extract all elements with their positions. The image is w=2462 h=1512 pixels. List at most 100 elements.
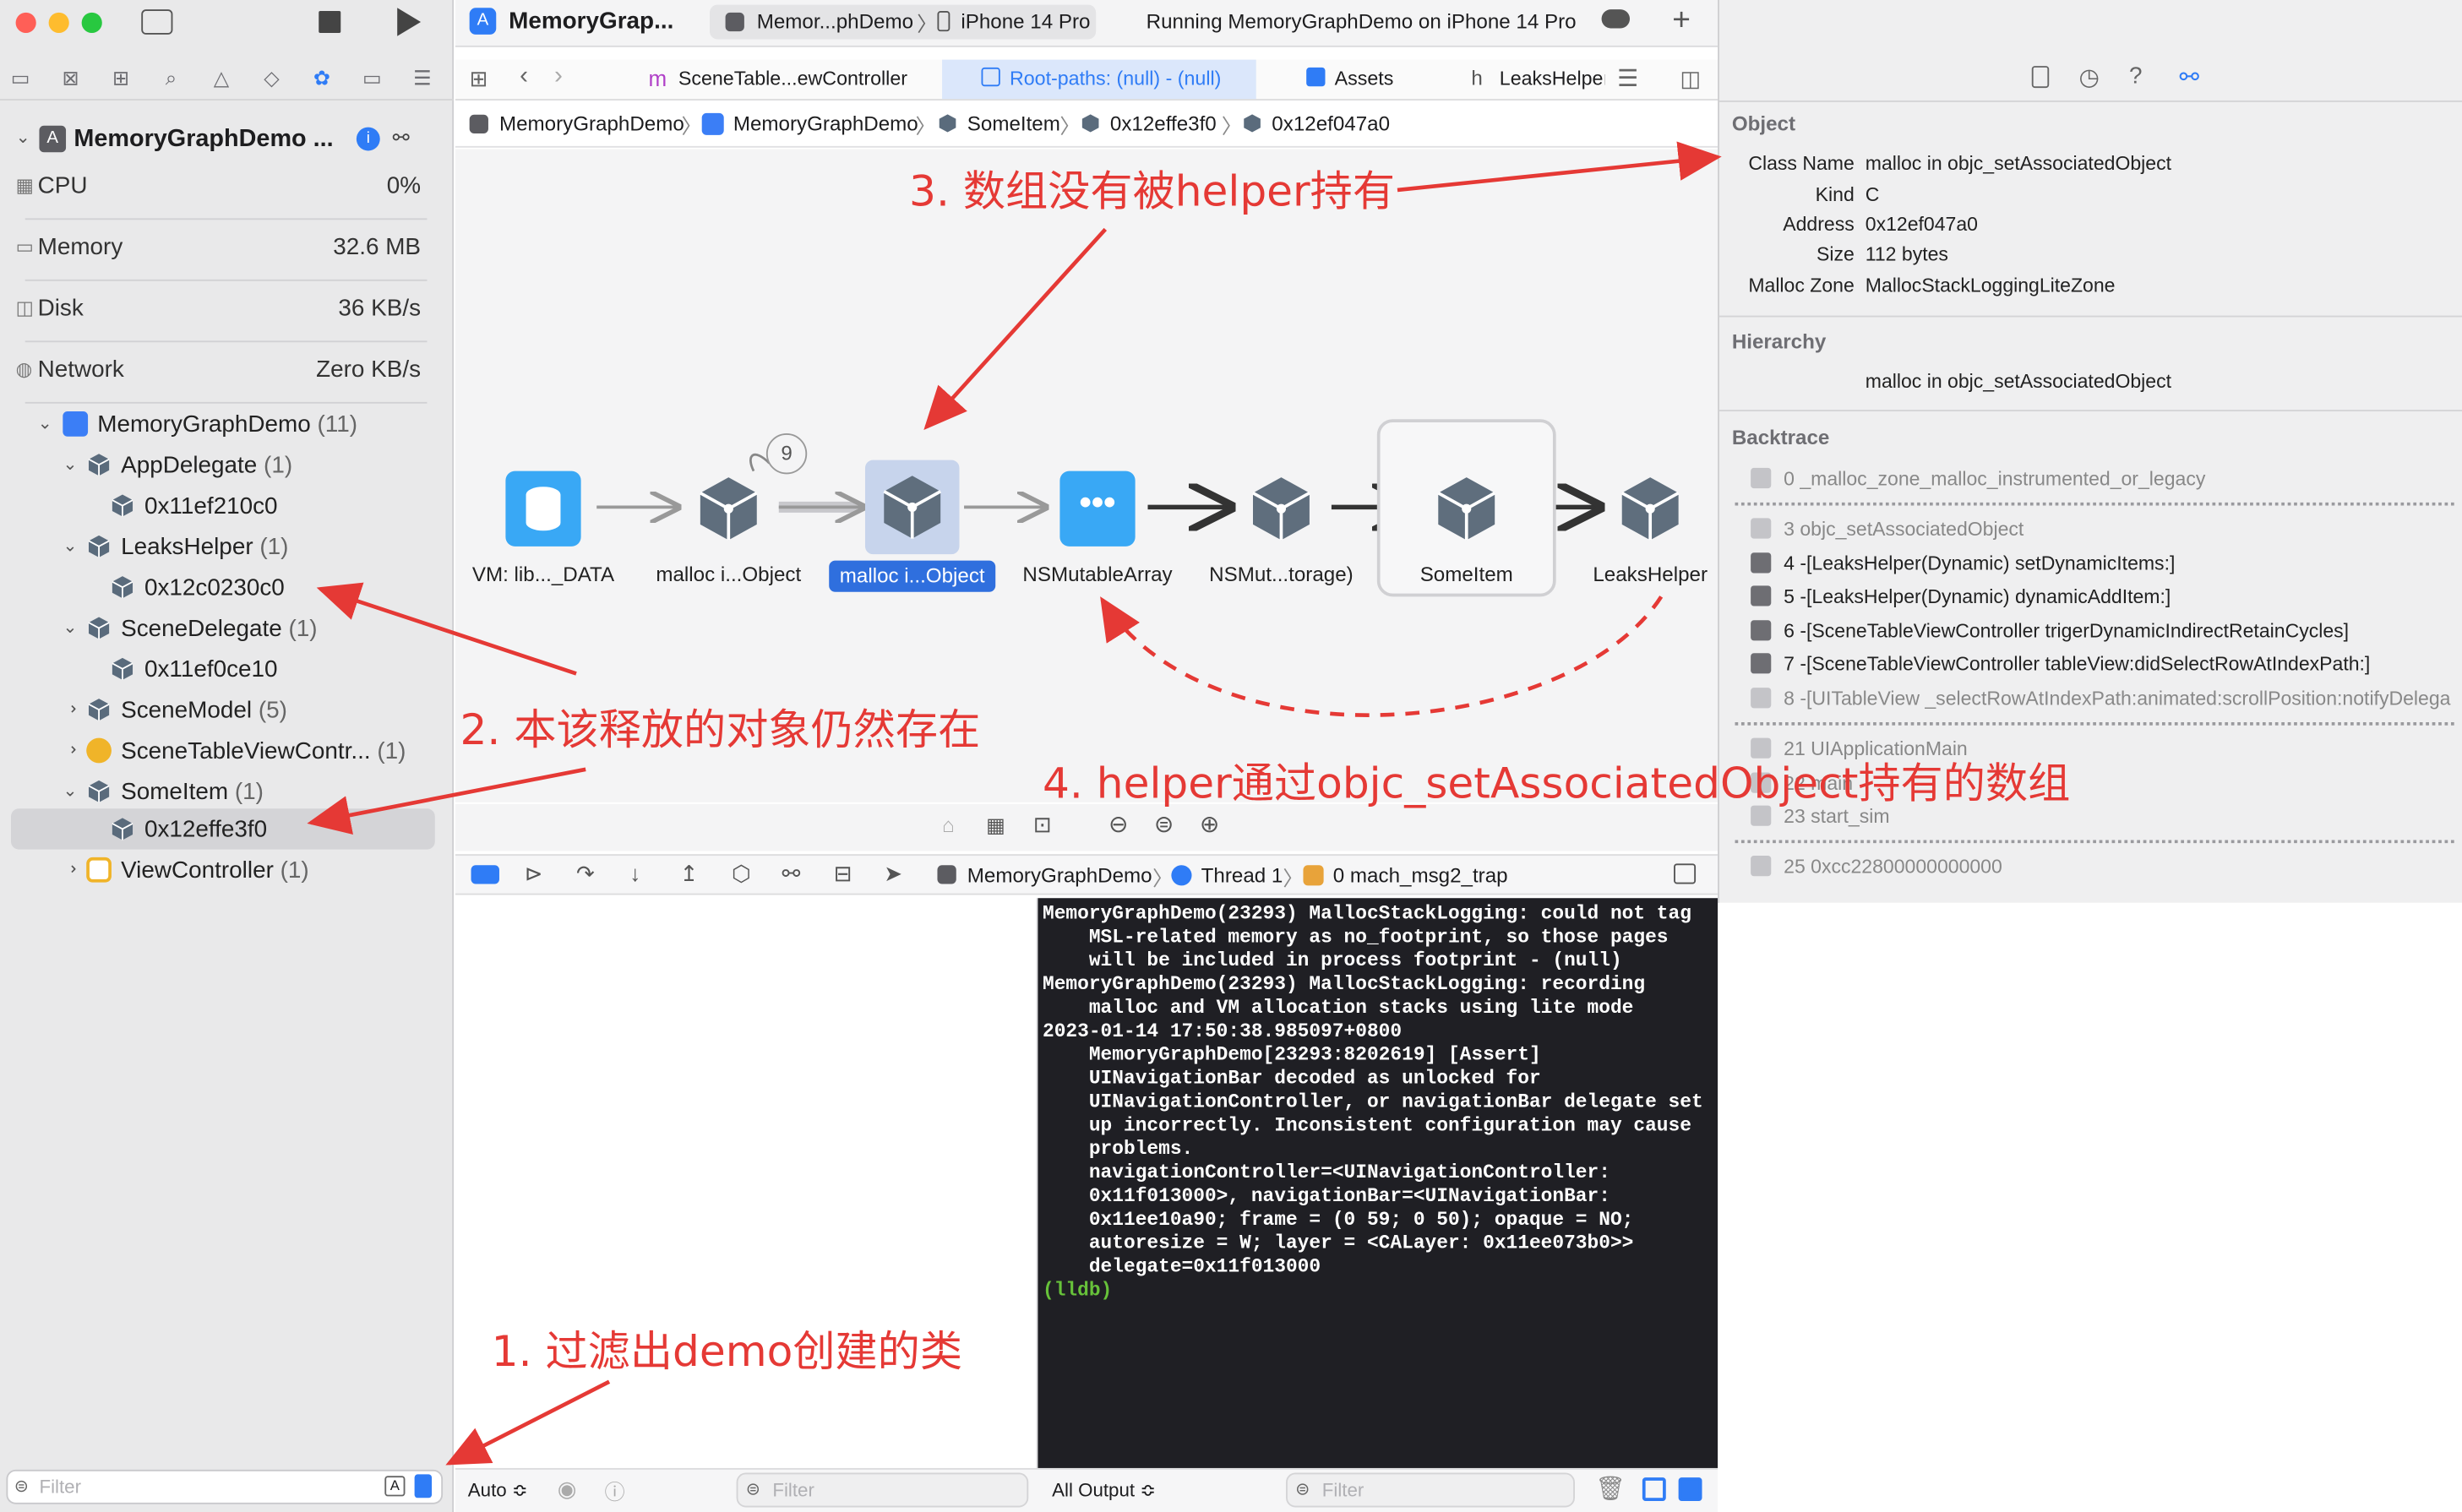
tree-item-instance-selected[interactable]: 0x12effe3f0 bbox=[110, 813, 424, 848]
history-inspector-icon[interactable]: ◷ bbox=[2078, 64, 2100, 91]
sidebar-toggle-icon[interactable] bbox=[141, 9, 173, 35]
console-filter[interactable]: ⊜ Filter bbox=[1286, 1472, 1575, 1508]
backtrace-frame[interactable]: 3 objc_setAssociatedObject bbox=[1751, 518, 2024, 540]
backtrace-frame[interactable]: 21 UIApplicationMain bbox=[1751, 737, 1968, 760]
left-pane-icon[interactable] bbox=[1642, 1477, 1666, 1502]
breadcrumb-item[interactable]: MemoryGraphDemo bbox=[498, 111, 684, 135]
debug-icon[interactable]: ✿ bbox=[313, 66, 331, 90]
tree-item-leakshelper[interactable]: ⌄ LeaksHelper (1) bbox=[63, 530, 430, 565]
folder-icon[interactable]: ▭ bbox=[10, 66, 30, 90]
debug-target[interactable]: MemoryGraphDemo bbox=[967, 863, 1152, 888]
breakpoint-icon[interactable]: ▭ bbox=[362, 66, 382, 90]
zoom-out-icon[interactable]: ⊖ bbox=[1108, 811, 1129, 839]
chevron-right-icon[interactable]: ⌄ bbox=[61, 862, 80, 877]
debug-frame[interactable]: 0 mach_msg2_trap bbox=[1332, 863, 1508, 888]
step-out-icon[interactable]: ↥ bbox=[679, 860, 699, 886]
app-filter-icon[interactable]: A bbox=[384, 1476, 406, 1497]
zoom-in-icon[interactable]: ⊕ bbox=[1199, 811, 1220, 839]
run-icon[interactable] bbox=[397, 8, 422, 36]
memory-inspector-icon[interactable]: ⚯ bbox=[2179, 64, 2199, 91]
cloud-icon[interactable] bbox=[1601, 9, 1631, 29]
chevron-down-icon[interactable]: ⌄ bbox=[63, 618, 78, 638]
backtrace-frame[interactable]: 5 -[LeaksHelper(Dynamic) dynamicAddItem:… bbox=[1751, 585, 2171, 607]
step-into-icon[interactable]: ↓ bbox=[629, 860, 641, 886]
variables-filter[interactable]: ⊜ Filter bbox=[736, 1472, 1029, 1508]
chevron-right-icon[interactable]: ⌄ bbox=[61, 701, 80, 716]
backtrace-frame[interactable]: 8 -[UITableView _selectRowAtIndexPath:an… bbox=[1751, 688, 2450, 710]
chevron-down-icon[interactable]: ⌄ bbox=[63, 536, 78, 557]
tree-item-scenetableviewcontroller[interactable]: ⌄ SceneTableViewContr... (1) bbox=[61, 735, 430, 770]
scheme-selector[interactable]: Memor...phDemo 〉 iPhone 14 Pro bbox=[709, 4, 1097, 40]
info-icon[interactable]: ⓘ bbox=[604, 1480, 625, 1504]
breadcrumb-item[interactable]: 0x12effe3f0 bbox=[1109, 111, 1217, 135]
console-toggle-icon[interactable] bbox=[1674, 863, 1697, 884]
graph-node-malloc[interactable]: malloc i...Object bbox=[642, 471, 814, 585]
graph-node-nsmutablearray[interactable]: ••• NSMutableArray bbox=[1011, 470, 1184, 585]
tree-item-instance[interactable]: 0x12c0230c0 bbox=[110, 572, 424, 606]
reference-count-badge[interactable]: 9 bbox=[765, 433, 808, 475]
file-inspector-icon[interactable] bbox=[2031, 66, 2050, 89]
tree-item-viewcontroller[interactable]: ⌄ ViewController (1) bbox=[61, 854, 430, 889]
tree-item-instance[interactable]: 0x11ef210c0 bbox=[110, 490, 424, 525]
symbol-icon[interactable]: ⊞ bbox=[112, 66, 130, 90]
back-icon[interactable]: ‹ bbox=[520, 63, 529, 90]
chevron-down-icon[interactable]: ⌄ bbox=[37, 414, 52, 434]
breadcrumb-item[interactable]: MemoryGraphDemo bbox=[733, 111, 918, 135]
stop-icon[interactable] bbox=[319, 11, 341, 34]
gauge-network[interactable]: ◍ Network Zero KB/s bbox=[16, 349, 421, 393]
help-inspector-icon[interactable]: ? bbox=[2128, 63, 2143, 90]
editor-options-icon[interactable]: ☰ bbox=[1617, 66, 1639, 93]
breadcrumb-item[interactable]: SomeItem bbox=[967, 111, 1060, 135]
tree-root[interactable]: ⌄ MemoryGraphDemo (11) bbox=[38, 408, 431, 443]
backtrace-frame[interactable]: 22 main bbox=[1751, 772, 1853, 795]
graph-node-someitem[interactable]: SomeItem bbox=[1381, 471, 1553, 585]
debug-thread[interactable]: Thread 1 bbox=[1201, 863, 1283, 888]
backtrace-frame[interactable]: 7 -[SceneTableViewController tableView:d… bbox=[1751, 653, 2370, 675]
find-icon[interactable]: ⌕ bbox=[165, 66, 177, 90]
backtrace-frame[interactable]: 25 0xcc22800000000000 bbox=[1751, 856, 2002, 878]
output-select[interactable]: All Output ≎ bbox=[1052, 1478, 1156, 1502]
close-window-button[interactable] bbox=[15, 12, 36, 34]
breakpoints-toggle-icon[interactable] bbox=[471, 865, 499, 884]
gauge-memory[interactable]: ▭ Memory 32.6 MB bbox=[16, 226, 421, 270]
right-pane-icon[interactable] bbox=[1678, 1477, 1702, 1502]
issue-icon[interactable]: △ bbox=[213, 66, 230, 90]
graph-node-leakshelper[interactable]: LeaksHelper bbox=[1564, 471, 1736, 585]
tab-leakshelper[interactable]: h LeaksHelper bbox=[1429, 60, 1604, 99]
focus-icon[interactable]: ⊡ bbox=[1032, 811, 1052, 837]
share-graph-icon[interactable]: ⌂ bbox=[942, 813, 955, 837]
eye-icon[interactable]: ◉ bbox=[557, 1476, 577, 1502]
gauge-cpu[interactable]: ▦ CPU 0% bbox=[16, 165, 421, 209]
zoom-fit-icon[interactable]: ⊜ bbox=[1153, 811, 1174, 839]
info-icon[interactable]: i bbox=[356, 127, 380, 151]
forward-icon[interactable]: › bbox=[554, 63, 563, 90]
tab-assets[interactable]: Assets bbox=[1259, 60, 1424, 99]
breadcrumb-item[interactable]: 0x12ef047a0 bbox=[1272, 111, 1391, 135]
graph-node-nsmutstorage[interactable]: NSMut...torage) bbox=[1195, 471, 1367, 585]
tree-item-instance[interactable]: 0x11ef0ce10 bbox=[110, 653, 424, 688]
process-row[interactable]: ⌄ A MemoryGraphDemo ... i ⚯ bbox=[15, 125, 448, 157]
minimize-window-button[interactable] bbox=[48, 12, 69, 34]
split-editor-icon[interactable]: ◫ bbox=[1680, 66, 1702, 91]
tree-item-appdelegate[interactable]: ⌄ AppDelegate (1) bbox=[63, 449, 430, 484]
sidebar-filter[interactable]: ⊜ Filter A bbox=[6, 1469, 444, 1504]
backtrace-frame[interactable]: 23 start_sim bbox=[1751, 805, 1890, 828]
tree-item-scenedelegate[interactable]: ⌄ SceneDelegate (1) bbox=[63, 612, 430, 647]
chevron-right-icon[interactable]: ⌄ bbox=[61, 742, 80, 758]
gauge-disk[interactable]: ◫ Disk 36 KB/s bbox=[16, 287, 421, 331]
graph-icon[interactable]: ⚯ bbox=[392, 125, 410, 150]
memory-graph-icon[interactable]: ⚯ bbox=[782, 860, 801, 886]
trash-icon[interactable]: 🗑 bbox=[1595, 1476, 1626, 1503]
zoom-window-button[interactable] bbox=[81, 12, 102, 34]
view-hierarchy-icon[interactable]: ⬡ bbox=[732, 860, 751, 886]
chevron-down-icon[interactable]: ⌄ bbox=[15, 128, 30, 148]
tree-item-scenemodel[interactable]: ⌄ SceneModel (5) bbox=[61, 694, 430, 729]
continue-icon[interactable]: ⊳ bbox=[524, 860, 543, 886]
document-filter-icon[interactable] bbox=[414, 1474, 433, 1498]
tab-root-paths[interactable]: Root-paths: (null) - (null) bbox=[942, 59, 1256, 100]
scheme-title[interactable]: MemoryGrap... bbox=[509, 8, 674, 35]
backtrace-frame[interactable]: 6 -[SceneTableViewController trigerDynam… bbox=[1751, 620, 2349, 642]
layout-icon[interactable]: ▦ bbox=[986, 813, 1005, 837]
chevron-down-icon[interactable]: ⌄ bbox=[63, 781, 78, 801]
tree-item-someitem[interactable]: ⌄ SomeItem (1) bbox=[63, 775, 430, 810]
